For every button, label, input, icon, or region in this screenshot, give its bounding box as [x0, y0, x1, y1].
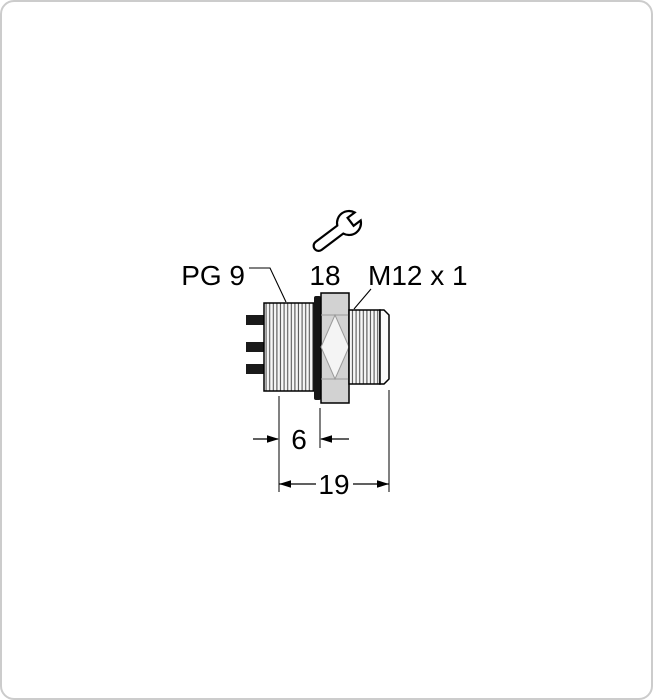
solder-pin: [246, 315, 265, 325]
wrench-icon-shape: [312, 209, 363, 252]
dimension-6: 6: [253, 424, 349, 455]
pg9-leader-line: [249, 267, 287, 303]
pg9-threaded-body: [263, 302, 315, 392]
connector-body: [246, 292, 390, 404]
solder-pins: [246, 315, 265, 374]
dimension-6-arrow-right: [320, 435, 332, 443]
seal-ring: [314, 296, 321, 400]
extension-lines: [278, 390, 390, 492]
solder-pin: [246, 364, 265, 374]
m12-threaded-stud: [348, 309, 390, 385]
pg9-thread-label: PG 9: [181, 260, 245, 291]
m12-thread-label: M12 x 1: [368, 260, 468, 291]
dimension-19-arrow-right: [377, 480, 389, 488]
dimension-19-value: 19: [318, 469, 349, 500]
hex-nut: [320, 292, 350, 404]
solder-pin: [246, 342, 265, 352]
dimension-6-arrow-left: [267, 435, 279, 443]
dimension-19-arrow-left: [279, 480, 291, 488]
m12-leader-line: [353, 288, 372, 310]
m12-tip: [379, 309, 390, 385]
m12-thread-section: [348, 309, 381, 385]
wrench-icon: [312, 209, 363, 252]
dimension-6-value: 6: [291, 424, 307, 455]
wrench-size-label: 18: [309, 260, 340, 291]
dimension-19: 19: [279, 469, 389, 500]
